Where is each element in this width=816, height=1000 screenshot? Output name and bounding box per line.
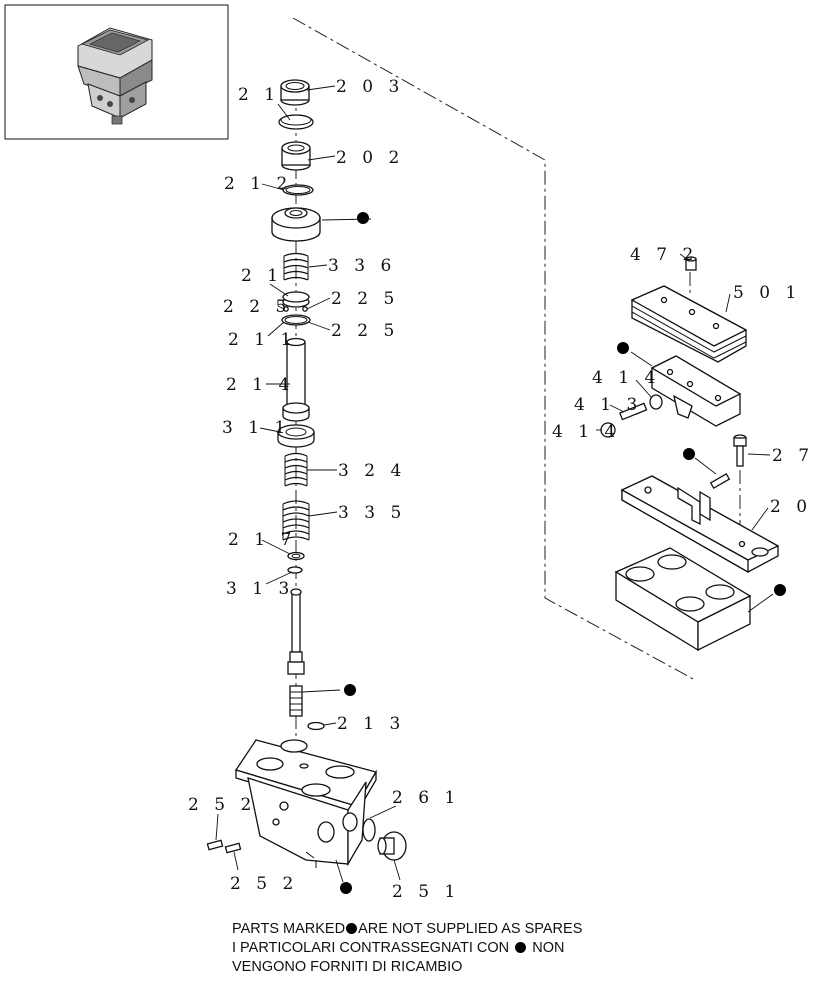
marker-lever-bracket [617,342,629,354]
part-20-base-plate [620,475,780,574]
part-414-lever-bracket [650,355,742,427]
part-202-sleeve [281,141,311,171]
part-211-ring [281,314,311,326]
spares-note-line-1-suffix: ARE NOT SUPPLIED AS SPARES [358,921,583,937]
callout-252-lower: 2 5 2 [230,874,298,894]
callout-311: 3 1 1 [222,418,290,438]
part-252-pins [206,839,242,854]
callout-251: 2 5 1 [392,882,460,902]
callout-211: 2 1 1 [228,330,296,350]
callout-472: 4 7 2 [630,245,698,265]
filled-circle-icon [515,942,527,953]
filled-circle-icon [346,923,358,934]
part-413-pins [600,394,663,438]
callout-20: 2 0 [770,497,812,517]
spares-note-line-2-suffix: NON [532,940,565,956]
part-313-ring [287,566,303,574]
part-27-bolt [733,434,747,467]
callout-202: 2 0 2 [336,148,404,168]
marker-cap-housing [357,212,369,224]
callout-501: 5 0 1 [733,283,801,303]
not-supplied-markers [340,212,786,894]
callout-labels: 2 0 3 2 1 2 0 2 2 1 2 3 3 6 2 1 2 2 5 2 … [188,77,814,902]
part-324-spring [284,452,308,487]
callout-324: 3 2 4 [338,461,406,481]
callout-414-upper: 4 1 4 [592,368,660,388]
callout-261: 2 6 1 [392,788,460,808]
part-spool [287,588,305,717]
part-cap-housing [271,207,321,242]
callout-203: 2 0 3 [336,77,404,97]
part-pin [709,473,731,489]
callout-252-upper: 2 5 2 [188,795,256,815]
marker-valve-body [340,882,352,894]
callout-212: 2 1 2 [224,174,292,194]
part-214-plunger [282,337,310,422]
assembly-thumbnail [4,4,229,140]
part-251-plug [377,831,407,861]
spares-note: PARTS MARKED ARE NOT SUPPLIED AS SPARES I… [232,920,792,977]
callout-21-mid: 2 1 [241,266,283,286]
part-501-boot-cover [630,285,748,363]
callout-225-left: 2 2 5 [223,297,291,317]
part-valve-block [614,547,752,652]
part-217-washer [287,551,305,561]
part-336-spring [283,252,309,281]
marker-spool [344,684,356,696]
part-335-spring [282,500,310,541]
marker-pin [683,448,695,460]
leader-lines [215,85,774,883]
spares-note-line-3: VENGONO FORNITI DI RICAMBIO [232,959,463,975]
part-212-o-ring [282,184,314,196]
part-21-washer [282,291,310,308]
spares-note-line-1-prefix: PARTS MARKED [232,921,346,937]
callout-414-lower: 4 1 4 [552,422,620,442]
callout-336: 3 3 6 [328,256,396,276]
callout-225-lower: 2 2 5 [331,321,399,341]
part-261-seal [362,818,376,842]
callout-335: 3 3 5 [338,503,406,523]
part-213-o-ring [307,721,325,731]
thumbnail-joystick-assembly [77,27,153,125]
callout-214: 2 1 4 [226,375,294,395]
callout-413: 4 1 3 [574,395,642,415]
callout-27: 2 7 [772,446,814,466]
part-203-bushing [280,79,310,106]
spares-note-line-2-prefix: I PARTICOLARI CONTRASSEGNATI CON [232,940,510,956]
spares-note-line-2: I PARTICOLARI CONTRASSEGNATI CON NON [232,939,792,958]
part-21-seal-ring-top [278,114,314,130]
spares-note-line-1: PARTS MARKED ARE NOT SUPPLIED AS SPARES [232,920,792,939]
part-valve-body [234,739,377,868]
marker-valve-block [774,584,786,596]
callout-225-right: 2 2 5 [331,289,399,309]
callout-21-top: 2 1 [238,85,280,105]
callout-313: 3 1 3 [226,579,294,599]
callout-213: 2 1 3 [337,714,405,734]
callout-217: 2 1 7 [228,530,296,550]
part-311-cup [277,424,315,448]
